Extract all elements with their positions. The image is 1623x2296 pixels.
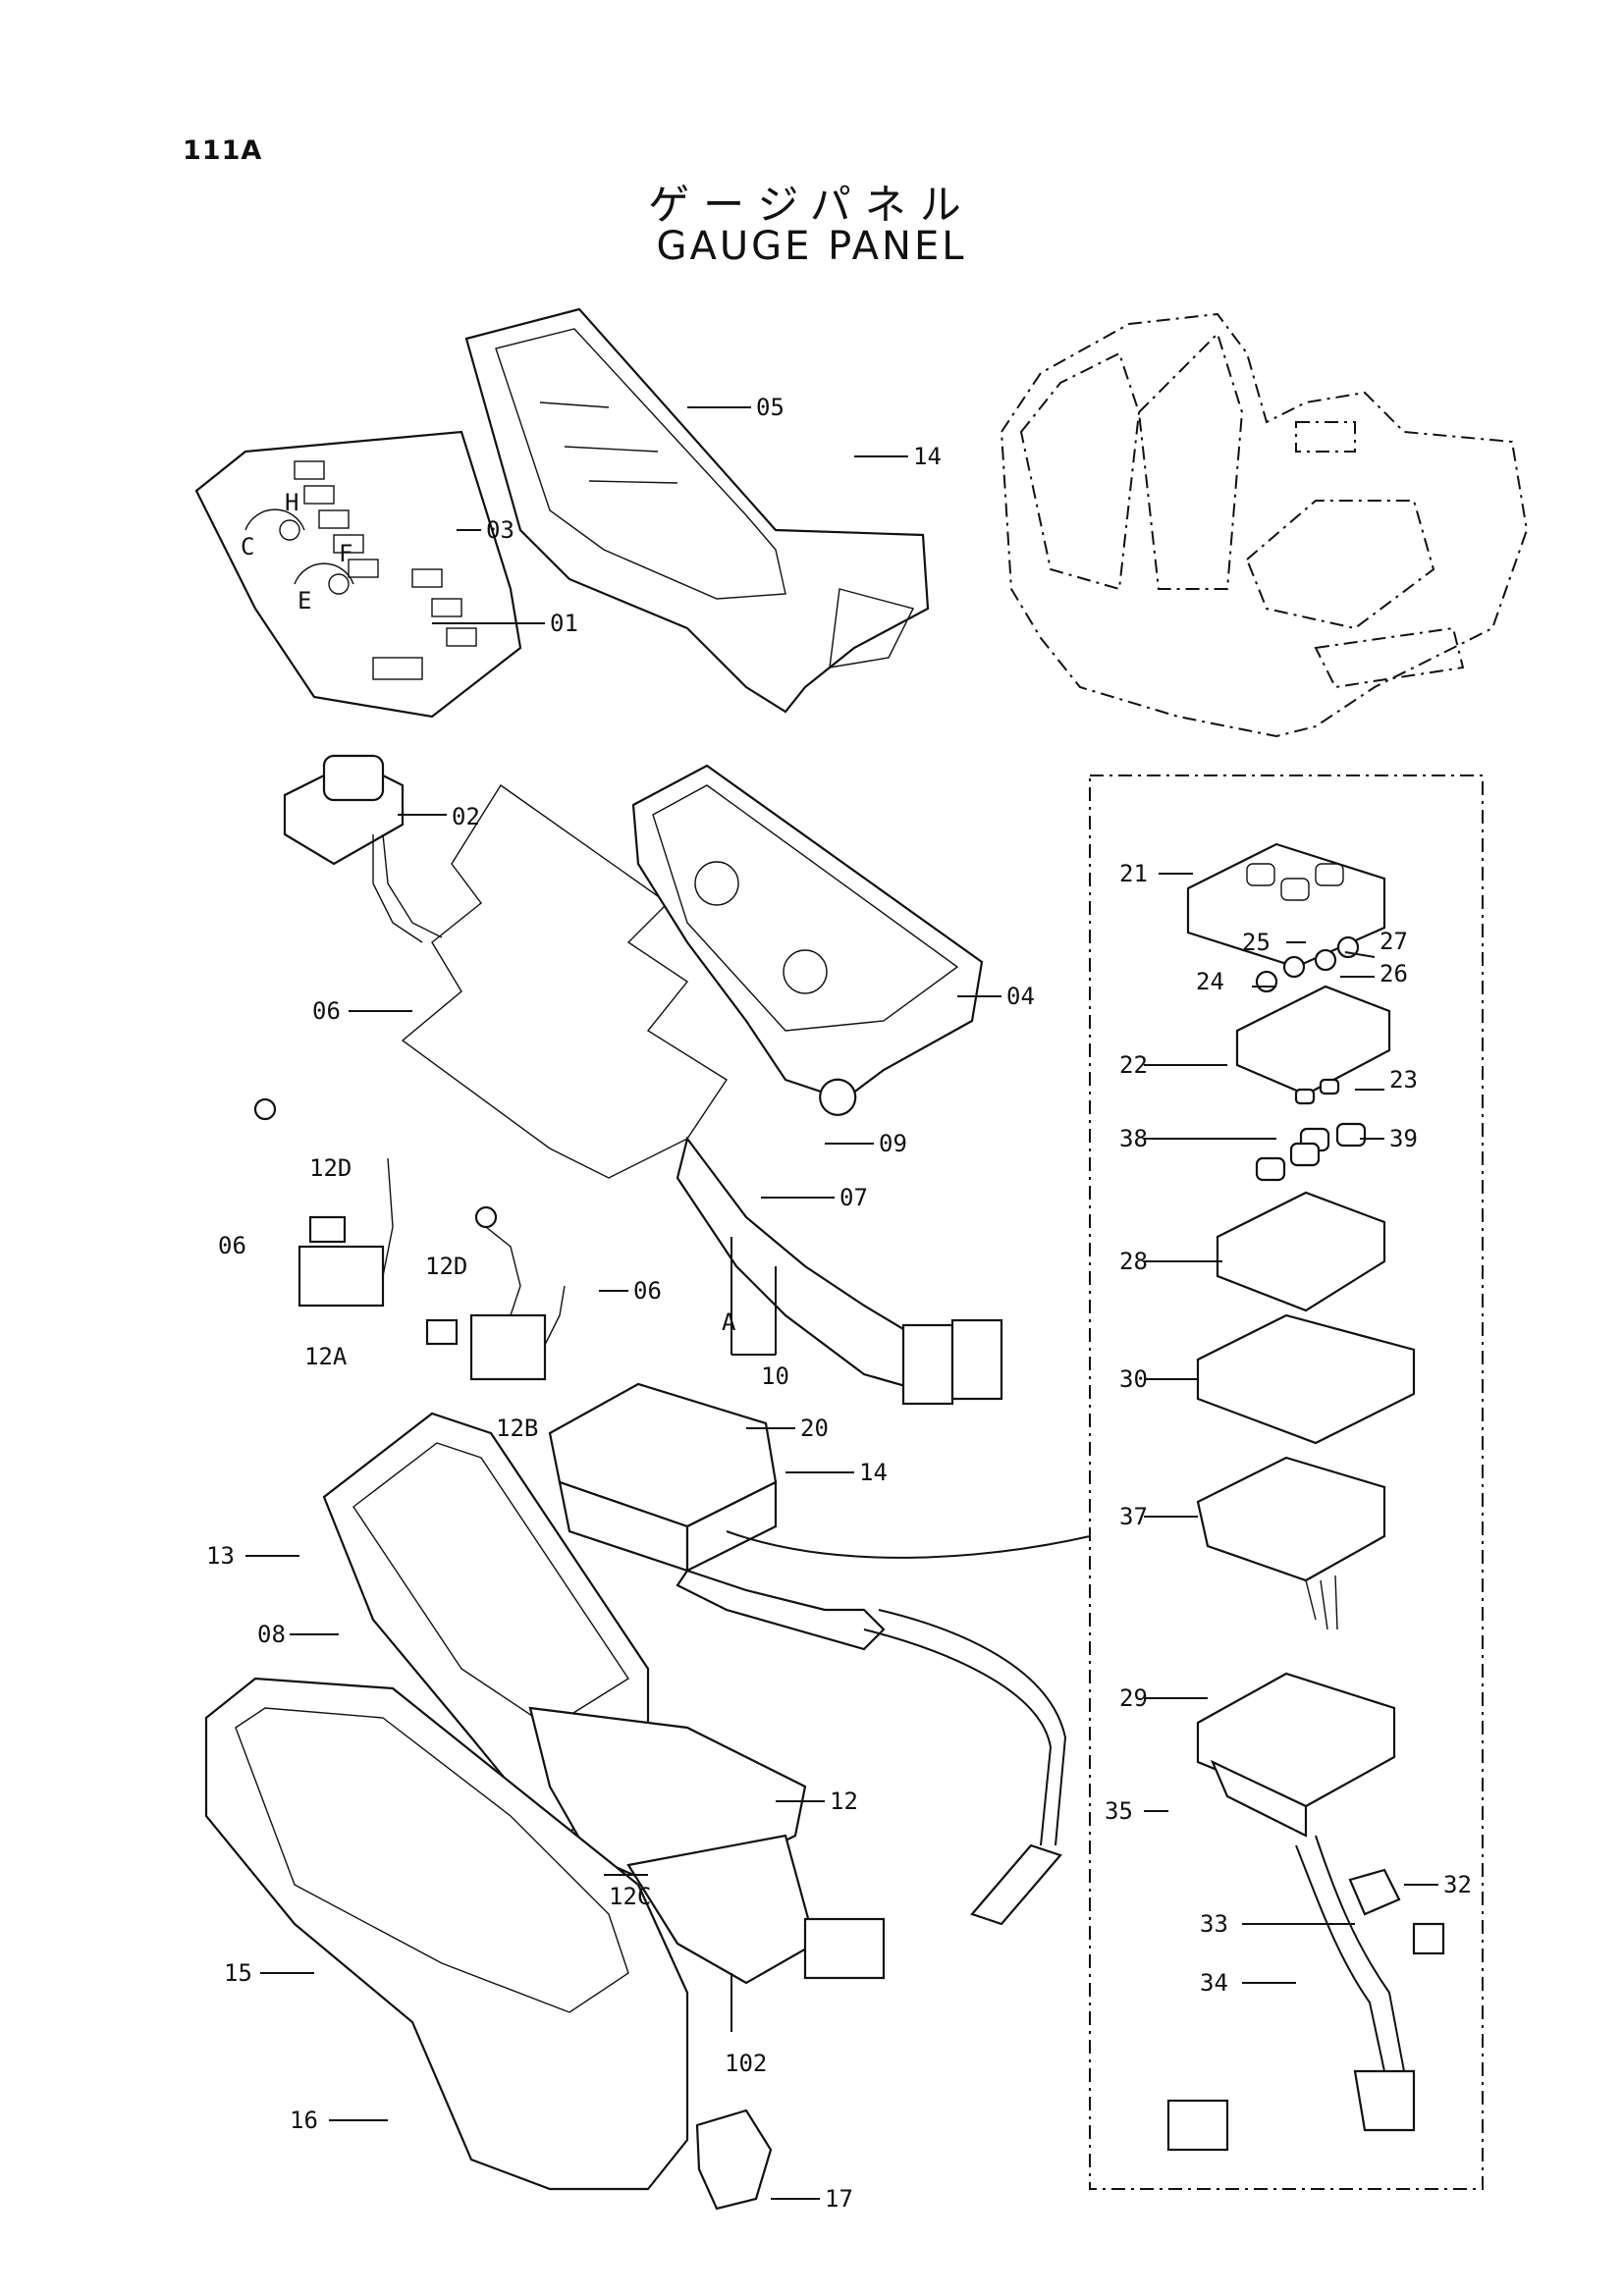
leader-lines [245, 406, 1438, 2200]
title-japanese: ゲージパネル [648, 181, 975, 229]
callout-05: 05 [756, 394, 784, 421]
detail-parts [1166, 842, 1445, 2152]
gauge-mark-e: E [298, 587, 311, 614]
callout-02: 02 [452, 803, 480, 830]
callout-A: A [722, 1308, 736, 1336]
callout-12C: 12C [609, 1883, 651, 1910]
callout-34: 34 [1200, 1969, 1228, 1997]
callout-01: 01 [550, 610, 578, 637]
callout-06c: 06 [633, 1277, 662, 1305]
callout-20: 20 [800, 1415, 829, 1442]
callout-09: 09 [879, 1130, 907, 1157]
callout-33: 33 [1200, 1910, 1228, 1938]
callout-14a: 14 [913, 443, 942, 470]
callout-13: 13 [206, 1542, 235, 1570]
callout-22: 22 [1119, 1051, 1148, 1079]
detail-box [1089, 774, 1484, 2190]
part-17-cap [695, 2109, 773, 2211]
part-10-harness [676, 1136, 1003, 1406]
callout-10: 10 [761, 1362, 789, 1390]
part-04-gauge-housing [631, 764, 984, 1116]
callout-labels: 01 02 03 04 05 06 06 06 07 08 09 10 12 1… [206, 394, 1472, 2213]
part-20-control-unit [548, 1382, 1091, 1651]
callout-29: 29 [1119, 1684, 1148, 1712]
callout-04: 04 [1006, 983, 1035, 1010]
callout-16: 16 [290, 2107, 318, 2134]
page-id: 111A [183, 135, 263, 166]
callout-35: 35 [1105, 1797, 1133, 1825]
harness-outline [401, 784, 728, 1179]
callout-102: 102 [725, 2050, 767, 2077]
callout-38: 38 [1119, 1125, 1148, 1152]
machine-overview [1000, 312, 1529, 738]
callout-23: 23 [1389, 1066, 1418, 1094]
harness-lower [803, 1609, 1067, 1980]
callout-12: 12 [830, 1788, 858, 1815]
callout-17: 17 [825, 2185, 853, 2213]
part-15-side-cover [204, 1677, 689, 2191]
callout-08: 08 [257, 1621, 286, 1648]
callout-06b: 06 [218, 1232, 246, 1259]
part-12A-resistor [253, 1097, 394, 1308]
part-12B-relay [425, 1205, 566, 1381]
callout-24: 24 [1196, 968, 1224, 995]
callout-12A: 12A [304, 1343, 348, 1370]
part-12-bracket [322, 1412, 817, 1985]
part-05-glass-cover [464, 307, 930, 714]
gauge-mark-h: H [285, 489, 298, 516]
callout-25: 25 [1242, 929, 1271, 956]
callout-14b: 14 [859, 1459, 888, 1486]
callout-06a: 06 [312, 997, 341, 1025]
callout-15: 15 [224, 1959, 252, 1987]
gauge-mark-f: F [339, 540, 352, 567]
callout-32: 32 [1443, 1871, 1472, 1898]
callout-12D-b: 12D [425, 1253, 467, 1280]
callout-37: 37 [1119, 1503, 1148, 1530]
callout-12B: 12B [496, 1415, 538, 1442]
callout-39: 39 [1389, 1125, 1418, 1152]
callout-28: 28 [1119, 1248, 1148, 1275]
gauge-mark-c: C [241, 533, 254, 561]
callout-27: 27 [1380, 928, 1408, 955]
callout-26: 26 [1380, 960, 1408, 988]
title-english: GAUGE PANEL [656, 224, 967, 269]
part-02-switch [283, 754, 443, 943]
part-01-panel-cover: C H E F [194, 430, 522, 719]
callout-07: 07 [839, 1184, 868, 1211]
callout-30: 30 [1119, 1365, 1148, 1393]
callout-03: 03 [486, 516, 514, 544]
callout-21: 21 [1119, 860, 1148, 887]
callout-12D-a: 12D [309, 1154, 352, 1182]
